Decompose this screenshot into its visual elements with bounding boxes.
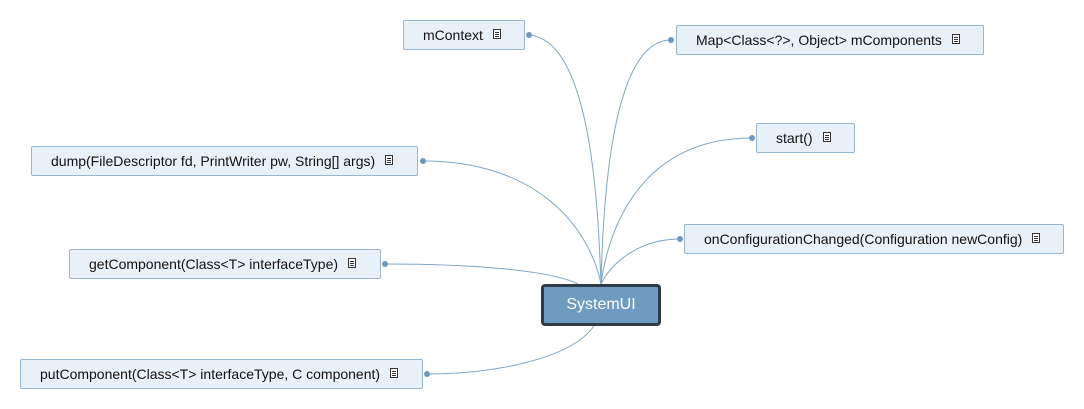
node-mcontext[interactable]: mContext xyxy=(403,20,525,50)
node-label: putComponent(Class<T> interfaceType, C c… xyxy=(40,366,381,382)
node-label: Map<Class<?>, Object> mComponents xyxy=(696,32,942,48)
node-putcomponent[interactable]: putComponent(Class<T> interfaceType, C c… xyxy=(20,359,423,389)
note-icon[interactable] xyxy=(822,131,831,142)
root-node-label: SystemUI xyxy=(566,296,636,313)
anchor-dot-onconfig xyxy=(677,236,683,242)
node-getcomponent[interactable]: getComponent(Class<T> interfaceType) xyxy=(69,249,381,279)
note-icon[interactable] xyxy=(492,28,501,39)
note-icon[interactable] xyxy=(1032,232,1041,243)
node-dump[interactable]: dump(FileDescriptor fd, PrintWriter pw, … xyxy=(31,146,418,176)
anchor-dot-putcomponent xyxy=(424,371,430,377)
node-label: getComponent(Class<T> interfaceType) xyxy=(89,256,339,272)
node-start[interactable]: start() xyxy=(756,123,855,153)
anchor-dot-dump xyxy=(420,158,426,164)
connector-mcomponents xyxy=(600,39,672,285)
note-icon[interactable] xyxy=(348,257,357,268)
connector-putcomponent xyxy=(426,325,595,375)
root-node-systemui[interactable]: SystemUI xyxy=(541,284,661,326)
node-onconfigurationchanged[interactable]: onConfigurationChanged(Configuration new… xyxy=(684,224,1064,254)
node-label: start() xyxy=(776,130,813,146)
connector-mcontext xyxy=(528,34,602,285)
note-icon[interactable] xyxy=(390,367,399,378)
anchor-dot-mcontext xyxy=(526,32,532,38)
connector-dump xyxy=(422,160,602,285)
node-mcomponents[interactable]: Map<Class<?>, Object> mComponents xyxy=(676,25,984,55)
note-icon[interactable] xyxy=(385,154,394,165)
anchor-dot-mcomponents xyxy=(668,37,674,43)
anchor-dot-getcomponent xyxy=(382,261,388,267)
node-label: mContext xyxy=(423,27,483,43)
connector-onconfig xyxy=(600,238,681,285)
node-label: dump(FileDescriptor fd, PrintWriter pw, … xyxy=(51,153,376,169)
connector-start xyxy=(600,137,753,285)
connector-getcomponent xyxy=(384,263,579,285)
node-label: onConfigurationChanged(Configuration new… xyxy=(704,231,1023,247)
anchor-dot-start xyxy=(749,135,755,141)
note-icon[interactable] xyxy=(951,33,960,44)
